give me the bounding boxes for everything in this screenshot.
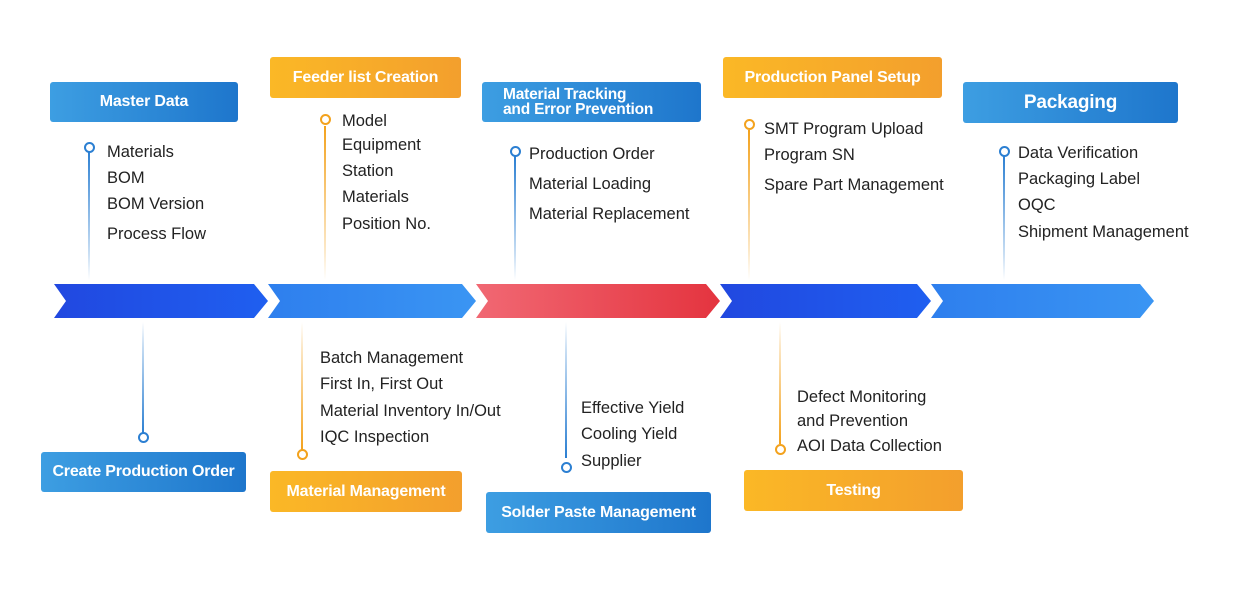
connector-dot (84, 142, 95, 153)
connector-line (324, 126, 326, 280)
stage-title-line: Material Tracking (503, 86, 627, 103)
connector-dot (775, 444, 786, 455)
list-item: SMT Program Upload (764, 120, 924, 138)
connector-dot (561, 462, 572, 473)
list-item: Material Inventory In/Out (320, 402, 501, 420)
list-item: Position No. (342, 215, 431, 233)
list-item: Equipment (342, 136, 421, 154)
list-item: Cooling Yield (581, 425, 678, 443)
stage-feeder-list-creation: Feeder list Creation (270, 57, 461, 98)
list-item: First In, First Out (320, 375, 443, 393)
list-item: Station (342, 162, 394, 180)
chevron-segment-5 (931, 284, 1154, 318)
connector-line (514, 156, 516, 280)
stage-create-production-order: Create Production Order (41, 452, 246, 492)
connector-dot (138, 432, 149, 443)
list-item: Production Order (529, 145, 655, 163)
list-item: Packaging Label (1018, 170, 1141, 188)
list-item: Model (342, 112, 387, 130)
connector-dot (510, 146, 521, 157)
list-item: Materials (342, 188, 409, 206)
stage-material-tracking: Material Tracking and Error Prevention (482, 82, 701, 122)
stage-production-panel-setup: Production Panel Setup (723, 57, 942, 98)
list-item: IQC Inspection (320, 428, 430, 446)
list-item: BOM (107, 169, 145, 187)
stage-testing: Testing (744, 470, 963, 511)
list-item: Material Loading (529, 175, 651, 193)
list-item: Program SN (764, 146, 855, 164)
list-item: Batch Management (320, 349, 464, 367)
stage-solder-paste-management: Solder Paste Management (486, 492, 711, 533)
chevron-segment-1 (54, 284, 268, 318)
chevron-segment-2 (268, 284, 476, 318)
stage-packaging: Packaging (963, 82, 1178, 123)
list-item: Defect Monitoring (797, 388, 927, 406)
list-item: OQC (1018, 196, 1056, 214)
list-item: Data Verification (1018, 144, 1139, 162)
chevron-segment-4 (720, 284, 931, 318)
list-item: and Prevention (797, 412, 908, 430)
connector-line (1003, 155, 1005, 280)
stage-material-management: Material Management (270, 471, 462, 512)
stage-master-data: Master Data (50, 82, 238, 122)
list-item: AOI Data Collection (797, 437, 942, 455)
list-item: Supplier (581, 452, 642, 470)
list-item: Material Replacement (529, 205, 690, 223)
stage-title-line: and Error Prevention (503, 101, 654, 118)
connector-line (301, 322, 303, 450)
connector-line (142, 322, 144, 434)
list-item: Shipment Management (1018, 223, 1189, 241)
connector-line (779, 322, 781, 444)
connector-dot (999, 146, 1010, 157)
connector-line (565, 322, 567, 458)
list-item: Effective Yield (581, 399, 685, 417)
connector-dot (744, 119, 755, 130)
connector-line (88, 150, 90, 280)
connector-dot (297, 449, 308, 460)
list-item: Spare Part Management (764, 176, 944, 194)
chevron-segment-3 (476, 284, 720, 318)
connector-line (748, 130, 750, 280)
connector-dot (320, 114, 331, 125)
list-item: Process Flow (107, 225, 207, 243)
list-item: Materials (107, 143, 174, 161)
list-item: BOM Version (107, 195, 205, 213)
